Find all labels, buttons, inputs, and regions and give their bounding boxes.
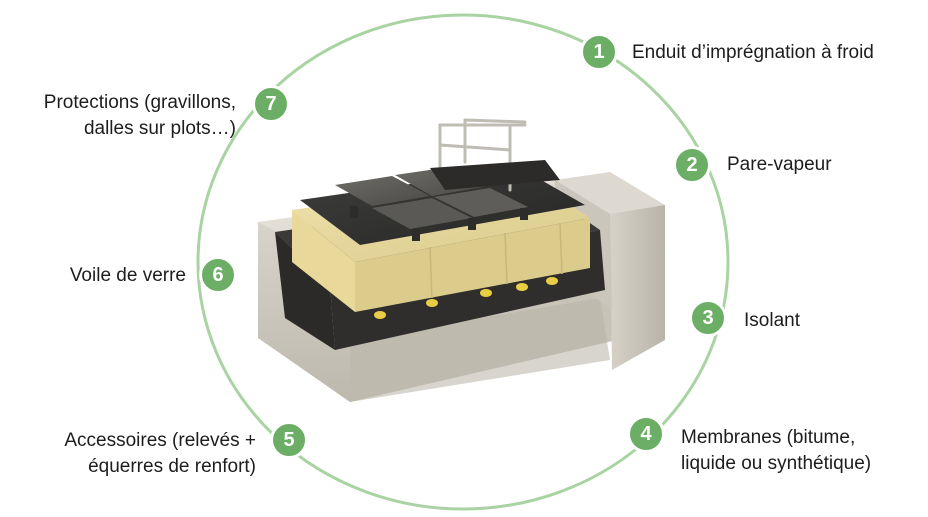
step-3-badge: 3 (689, 299, 727, 337)
concrete-deck-bottom (350, 298, 610, 402)
step-1-badge: 1 (580, 33, 618, 71)
paving-slab-3 (372, 198, 472, 229)
insulation-side (355, 218, 590, 312)
step-4-label: Membranes (bitume, liquide ou synthétiqu… (681, 427, 872, 474)
step-7-label: Protections (gravillons, dalles sur plot… (43, 92, 236, 139)
step-1-label: Enduit d’imprégnation à froid (632, 42, 874, 63)
bitumen-base-front (275, 232, 335, 350)
step-6-label: Voile de verre (69, 265, 186, 286)
step-3-label: Isolant (744, 310, 800, 331)
pedestals (350, 206, 528, 241)
insulation-front (292, 210, 355, 312)
step-2-badge: 2 (673, 146, 711, 184)
fixings (374, 277, 558, 319)
paving-slab-1 (335, 176, 430, 206)
parapet-top (555, 172, 665, 214)
step-7-badge: 7 (252, 85, 290, 123)
step-2-label: Pare-vapeur (727, 154, 832, 175)
rail-base (430, 160, 560, 190)
paving-slab-4 (434, 188, 528, 217)
parapet-front (610, 205, 665, 370)
step-5-badge: 5 (270, 421, 308, 459)
step-4-badge: 4 (627, 415, 665, 453)
ring (196, 13, 730, 511)
step-6-badge: 6 (199, 256, 237, 294)
step-5-label: Accessoires (relevés + équerres de renfo… (64, 430, 256, 477)
